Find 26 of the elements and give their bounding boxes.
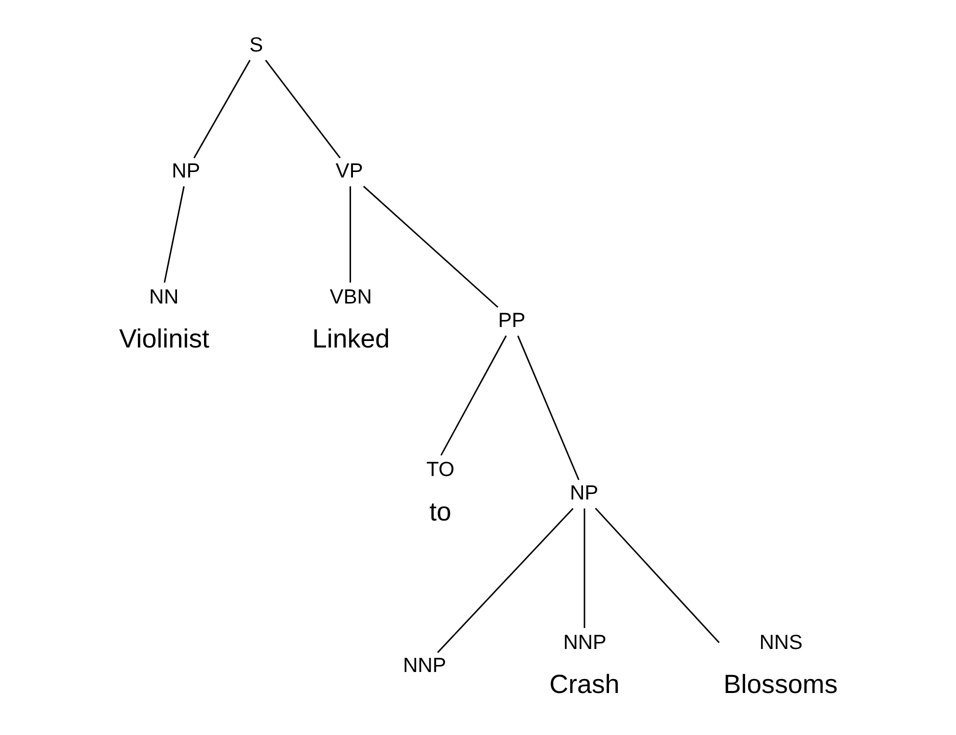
node-label: to [429,496,452,526]
node-label: Crash [549,668,620,699]
node-text: NP [570,482,598,505]
connector [363,186,498,308]
connector [350,186,352,283]
node-label: Blossoms [724,668,838,699]
node-text: VBN [330,285,372,308]
node-text: PP [498,308,526,332]
node-text: NNP [563,630,606,654]
node-text: TO [426,458,454,482]
connector [584,508,586,628]
node-text: NNS [759,630,803,654]
node-text: NP [172,160,200,183]
node-label: Violinist [119,324,210,354]
connector [437,508,574,654]
node-label: Linked [312,324,390,354]
connector [594,508,720,644]
connector [517,336,580,480]
node-text: VP [336,160,363,183]
connector [164,186,185,283]
connector [265,60,341,158]
node-text: S [249,34,263,57]
node-text: NNP [402,654,446,678]
connector [193,60,251,158]
connector [440,335,507,456]
node-text: NN [149,285,179,308]
